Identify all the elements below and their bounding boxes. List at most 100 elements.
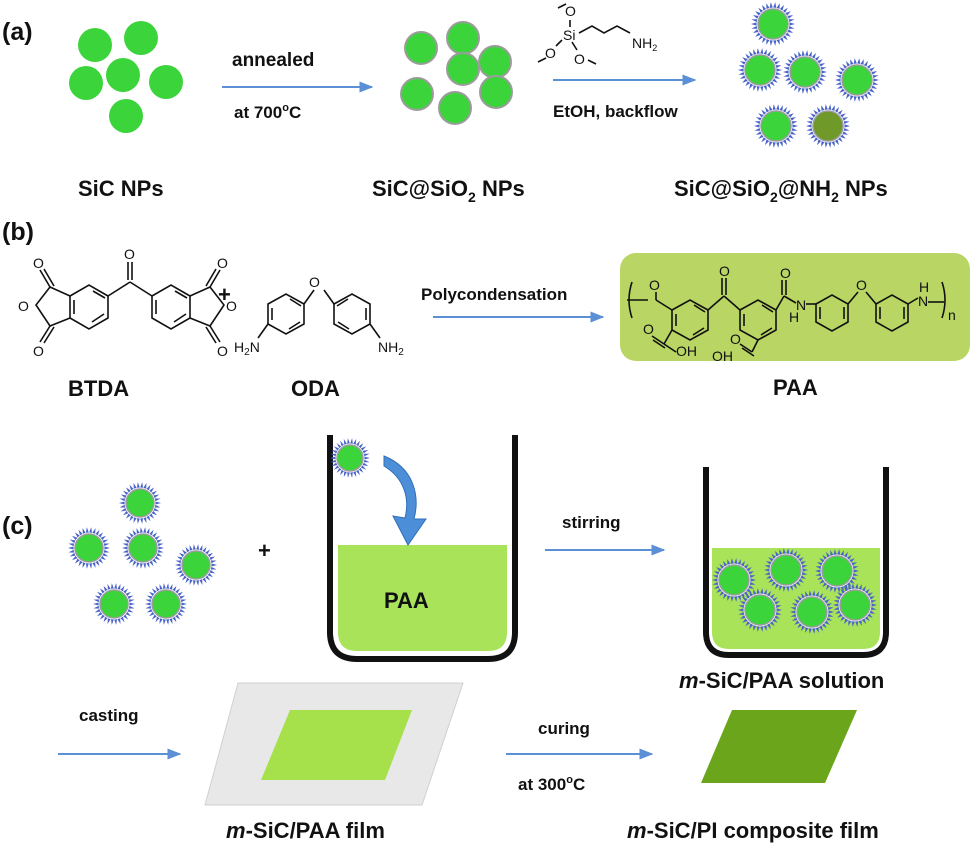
sic-sio2-nh2-nanoparticles (738, 2, 879, 148)
svg-text:OH: OH (676, 343, 697, 359)
label-paa-film: m-SiC/PAA film (226, 818, 385, 843)
beaker-label: PAA (384, 588, 429, 613)
functionalized-particle (790, 590, 834, 634)
svg-text:N: N (796, 297, 806, 313)
btda-structure: O O O O O O O (18, 246, 237, 359)
svg-text:Si: Si (563, 27, 575, 43)
svg-text:O: O (309, 274, 320, 290)
svg-text:O: O (574, 51, 585, 67)
curing-temp: at 300oC (518, 774, 585, 794)
svg-text:H2N: H2N (234, 339, 260, 358)
label-btda: BTDA (68, 376, 129, 401)
sic-particle (106, 58, 140, 92)
sio2-particle (446, 21, 480, 55)
functionalized-particle (833, 583, 877, 627)
svg-text:O: O (856, 277, 867, 293)
curved-addition-arrow (383, 455, 427, 546)
svg-text:NH2: NH2 (632, 35, 657, 53)
plus-sign-c: + (258, 538, 271, 563)
sic-nanoparticles (69, 21, 183, 133)
svg-text:H: H (789, 309, 799, 325)
svg-text:O: O (226, 298, 237, 314)
silanization-conditions: EtOH, backflow (553, 102, 678, 121)
sic-sio2-nanoparticles (400, 21, 513, 125)
svg-text:O: O (719, 263, 730, 279)
functionalized-particle-cluster (68, 482, 217, 625)
functionalized-particle (175, 544, 217, 586)
sio2-particle (446, 52, 480, 86)
sio2-particle (400, 77, 434, 111)
functionalized-particle (330, 438, 370, 478)
anneal-temp: at 700oC (234, 102, 301, 122)
label-sic-sio2-nh2-nps: SiC@SiO2@NH2 NPs (674, 176, 888, 205)
panel-label-b: (b) (2, 218, 34, 246)
label-solution: m-SiC/PAA solution (679, 668, 884, 693)
svg-text:O: O (33, 343, 44, 359)
svg-text:O: O (18, 298, 29, 314)
casting-label: casting (79, 706, 139, 725)
anneal-label: annealed (232, 50, 314, 71)
functionalized-particle (93, 583, 135, 625)
polycondensation-label: Polycondensation (421, 285, 567, 304)
functionalized-particle (754, 104, 798, 148)
svg-text:OH: OH (712, 348, 733, 364)
functionalized-particle (68, 527, 110, 569)
functionalized-particle (122, 527, 164, 569)
sio2-particle (478, 45, 512, 79)
plus-sign-b: + (218, 282, 231, 307)
svg-text:O: O (643, 321, 654, 337)
functionalized-particle (783, 50, 827, 94)
beaker-solution (338, 545, 507, 651)
functionalized-particle (145, 583, 187, 625)
label-sic-sio2-nps: SiC@SiO2 NPs (372, 176, 525, 205)
svg-text:O: O (565, 3, 576, 19)
sio2-particle (438, 91, 472, 125)
functionalized-particle (835, 58, 879, 102)
curing-label: curing (538, 719, 590, 738)
functionalized-particle (764, 548, 808, 592)
oda-structure: O H2N NH2 (234, 274, 404, 358)
svg-text:O: O (217, 343, 228, 359)
paa-film (261, 710, 412, 780)
sio2-particle (479, 75, 513, 109)
label-pi-film: m-SiC/PI composite film (627, 818, 879, 843)
svg-text:O: O (124, 246, 135, 262)
sic-particle (149, 65, 183, 99)
functionalized-particle (815, 549, 859, 593)
sic-particle (124, 21, 158, 55)
stirring-label: stirring (562, 513, 621, 532)
label-paa: PAA (773, 375, 818, 400)
svg-text:H: H (919, 279, 929, 295)
svg-text:O: O (217, 255, 228, 271)
sic-particle (69, 66, 103, 100)
svg-text:O: O (780, 265, 791, 281)
label-oda: ODA (291, 376, 340, 401)
label-sic-nps: SiC NPs (78, 176, 164, 201)
functionalized-particle (738, 48, 782, 92)
panel-label-a: (a) (2, 18, 33, 46)
panel-label-c: (c) (2, 512, 33, 540)
svg-text:O: O (545, 45, 556, 61)
svg-text:N: N (918, 293, 928, 309)
sio2-particle (404, 31, 438, 65)
svg-text:O: O (730, 331, 741, 347)
paa-structure: n O O OH O O OH O N (627, 263, 956, 364)
functionalized-particle (712, 558, 756, 602)
functionalized-particle (738, 588, 782, 632)
functionalized-particle (119, 482, 161, 524)
sic-particle (109, 99, 143, 133)
dispersed-particles (712, 548, 877, 634)
svg-text:n: n (948, 307, 956, 323)
beaker-2 (703, 467, 889, 658)
dropping-particle (330, 438, 370, 478)
functionalized-particle (751, 2, 795, 46)
paa-structure-box (620, 253, 970, 361)
aminosilane-molecule: O Si O O NH2 (537, 3, 657, 67)
beaker-1 (327, 435, 518, 662)
svg-text:NH2: NH2 (378, 339, 404, 358)
pi-composite-film (701, 710, 857, 783)
svg-text:O: O (649, 277, 660, 293)
sic-particle (78, 28, 112, 62)
svg-text:O: O (33, 255, 44, 271)
